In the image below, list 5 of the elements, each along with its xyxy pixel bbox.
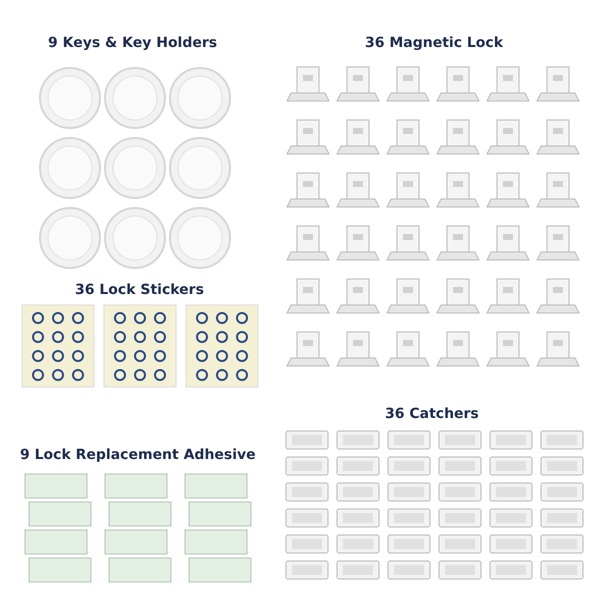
section-heading: 9 Lock Replacement Adhesive [20, 447, 256, 463]
section-heading: 36 Magnetic Lock [365, 35, 504, 51]
section-heading: 36 Catchers [385, 406, 479, 422]
section-heading: 36 Lock Stickers [75, 282, 204, 298]
section-heading: 9 Keys & Key Holders [48, 35, 218, 51]
